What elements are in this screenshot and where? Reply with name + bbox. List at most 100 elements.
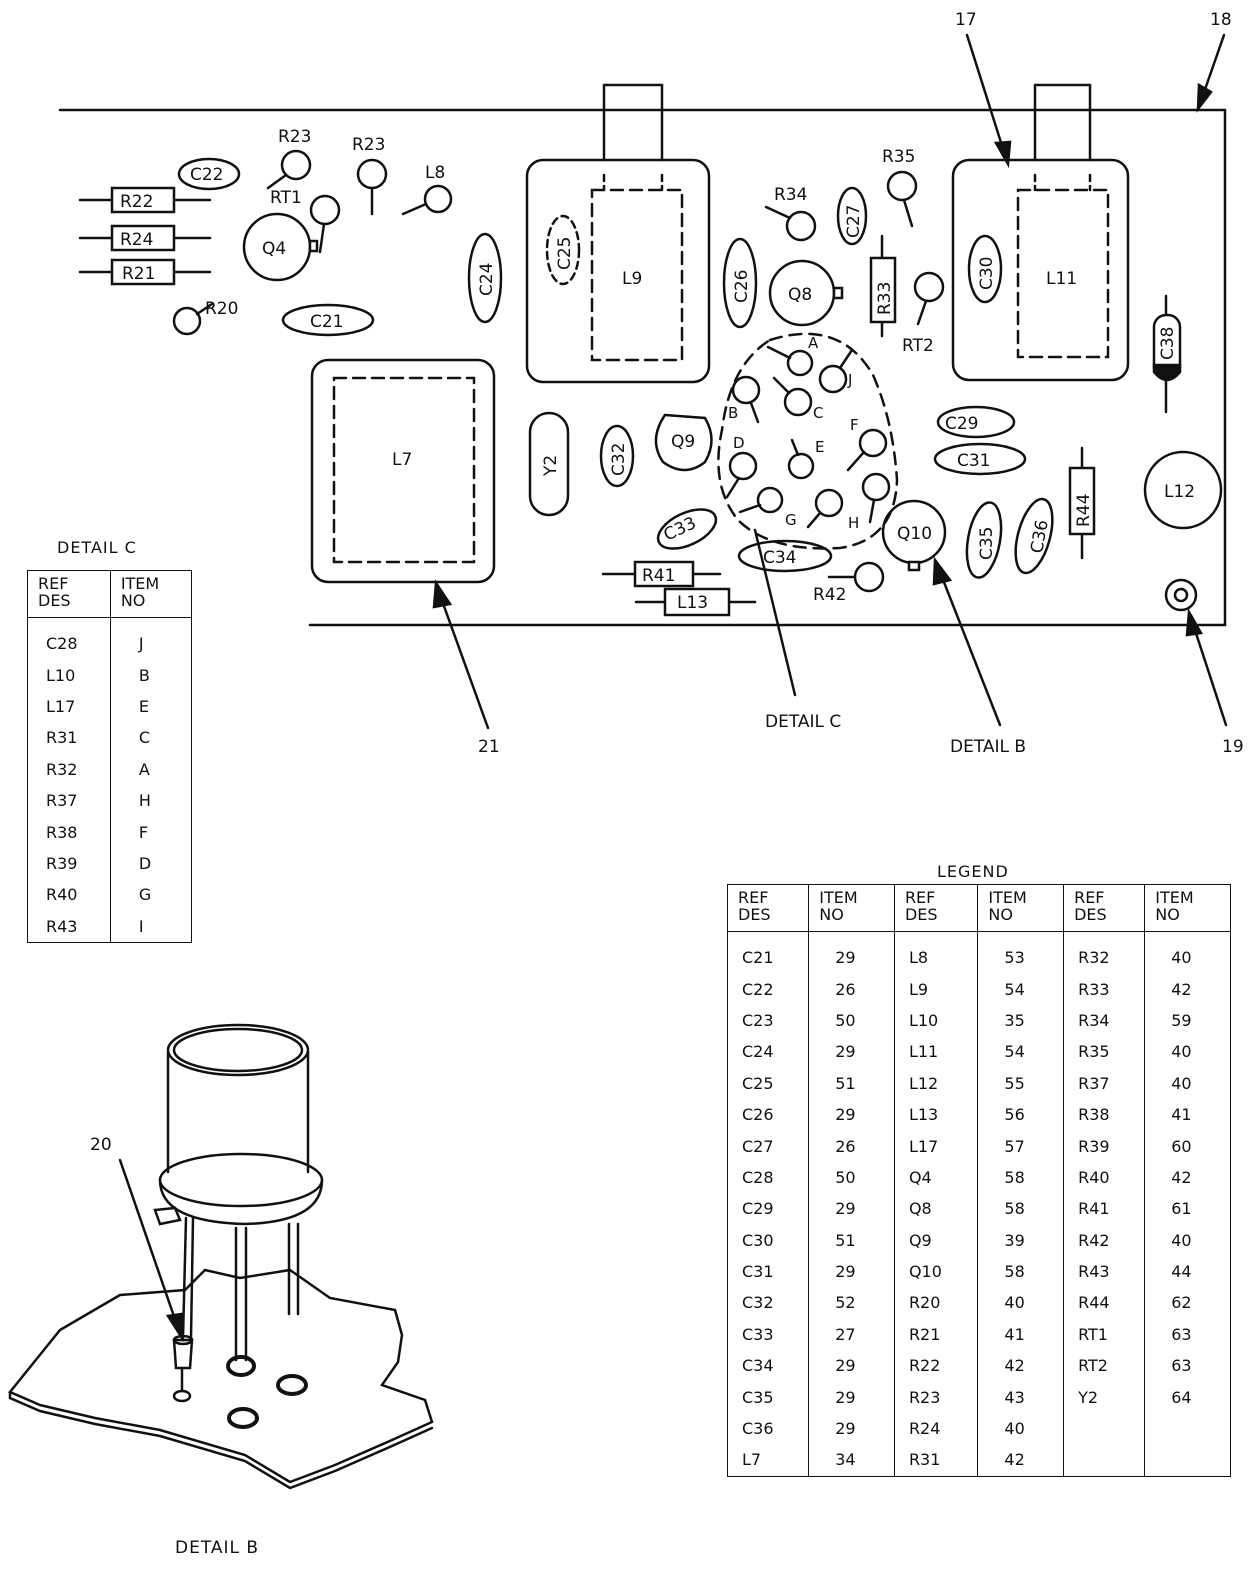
label-c25: C25 — [555, 236, 575, 270]
legend-header-item-1: ITEM NO — [808, 884, 895, 932]
legend-cell: 34 — [808, 1444, 895, 1477]
transistor-q4: Q4 — [242, 212, 319, 282]
legend-cell: 58 — [977, 1255, 1065, 1288]
legend-cell: L10 — [893, 1004, 979, 1037]
resistor-r35: R35 — [882, 147, 918, 228]
label-c32: C32 — [609, 442, 629, 476]
detail-c-cell: E — [109, 690, 193, 723]
label-y2: Y2 — [541, 455, 561, 477]
legend-cell: R32 — [1063, 942, 1146, 974]
callout-17: 17 — [955, 10, 977, 30]
resistor-r21: R21 — [78, 258, 212, 286]
callout-detail-b: DETAIL B — [950, 737, 1026, 757]
legend-cell: R24 — [893, 1412, 979, 1445]
legend-cell: 40 — [977, 1287, 1065, 1319]
legend-cell — [1144, 1412, 1231, 1445]
legend-cell: 42 — [977, 1350, 1065, 1382]
callout-20: 20 — [90, 1135, 112, 1155]
label-rt2: RT2 — [902, 336, 934, 356]
legend-cell: R35 — [1063, 1036, 1146, 1068]
legend-cell: C30 — [726, 1224, 810, 1256]
resistor-r24: R24 — [78, 224, 212, 252]
label-q9: Q9 — [671, 432, 695, 452]
legend-cell: R37 — [1063, 1067, 1146, 1099]
legend-cell — [1063, 1412, 1146, 1445]
legend-cell: 29 — [808, 942, 895, 974]
detail-c-header-ref: REF DES — [27, 570, 111, 618]
legend-cell: 40 — [977, 1412, 1065, 1445]
callout-19: 19 — [1222, 737, 1244, 757]
label-r33: R33 — [875, 282, 895, 315]
label-c31: C31 — [957, 451, 991, 471]
legend-cell: R20 — [893, 1287, 979, 1319]
legend-cell: 63 — [1144, 1350, 1231, 1382]
legend-cell: 63 — [1144, 1318, 1231, 1351]
legend-cell: 61 — [1144, 1193, 1231, 1225]
crystal-y2: Y2 — [528, 411, 570, 517]
capacitor-c27: C27 — [836, 186, 868, 246]
transistor-q10: Q10 — [881, 499, 947, 572]
legend-cell: Q10 — [893, 1255, 979, 1288]
legend-cell: L9 — [893, 973, 979, 1005]
legend-cell: C31 — [726, 1255, 810, 1288]
capacitor-c32: C32 — [599, 424, 635, 488]
capacitor-c31: C31 — [933, 442, 1027, 476]
legend-cell: R22 — [893, 1350, 979, 1382]
detail-b-illustration — [7, 1023, 434, 1490]
resistor-r44: R44 — [1068, 446, 1096, 560]
legend-cell: 29 — [808, 1193, 895, 1225]
label-l9: L9 — [622, 269, 642, 289]
legend-cell: Q4 — [893, 1161, 979, 1194]
callout-arrows — [432, 33, 1228, 730]
label-cluster-g: G — [785, 511, 797, 529]
capacitor-c34: C34 — [737, 539, 833, 573]
detail-c-header-item: ITEM NO — [109, 570, 193, 618]
detail-c-cell: R31 — [27, 722, 111, 754]
label-c22: C22 — [190, 165, 224, 185]
legend-cell: C34 — [726, 1350, 810, 1382]
legend-cell: L8 — [893, 942, 979, 974]
detail-c-cell: C28 — [27, 628, 111, 660]
resistor-r22: R22 — [78, 186, 212, 214]
label-cluster-h: H — [848, 514, 859, 532]
inductor-l11: L11 — [951, 83, 1130, 382]
detail-c-cell: R43 — [27, 910, 111, 943]
legend-spacer-row — [726, 931, 1231, 942]
label-l8: L8 — [425, 163, 445, 183]
label-r22: R22 — [120, 192, 153, 212]
legend-cell: R23 — [893, 1381, 979, 1413]
inductor-l9: L9 — [525, 83, 711, 384]
transistor-q8: Q8 — [768, 259, 844, 327]
label-c33: C33 — [661, 513, 700, 545]
label-r35: R35 — [882, 147, 915, 167]
label-cluster-a: A — [808, 334, 819, 352]
detail-c-cell: L17 — [27, 690, 111, 723]
legend-header-ref-3: REF DES — [1063, 884, 1146, 932]
legend-cell: 51 — [808, 1224, 895, 1256]
detail-c-cell: D — [109, 847, 193, 880]
legend-cell: 60 — [1144, 1130, 1231, 1162]
legend-cell: 40 — [1144, 1224, 1231, 1256]
detail-c-cell: H — [109, 784, 193, 817]
resistor-r41: R41 — [601, 560, 722, 588]
label-q10: Q10 — [897, 524, 932, 544]
transistor-q9: Q9 — [654, 413, 713, 472]
board-outline — [58, 108, 1227, 627]
label-cluster-j: J — [847, 371, 852, 389]
label-r23a: R23 — [278, 127, 311, 147]
capacitor-c35: C35 — [965, 501, 1003, 579]
detail-c-cell: F — [109, 816, 193, 848]
legend-cell: 53 — [977, 942, 1065, 974]
capacitor-c25: C25 — [545, 214, 581, 286]
legend-header-ref-1: REF DES — [726, 884, 810, 932]
